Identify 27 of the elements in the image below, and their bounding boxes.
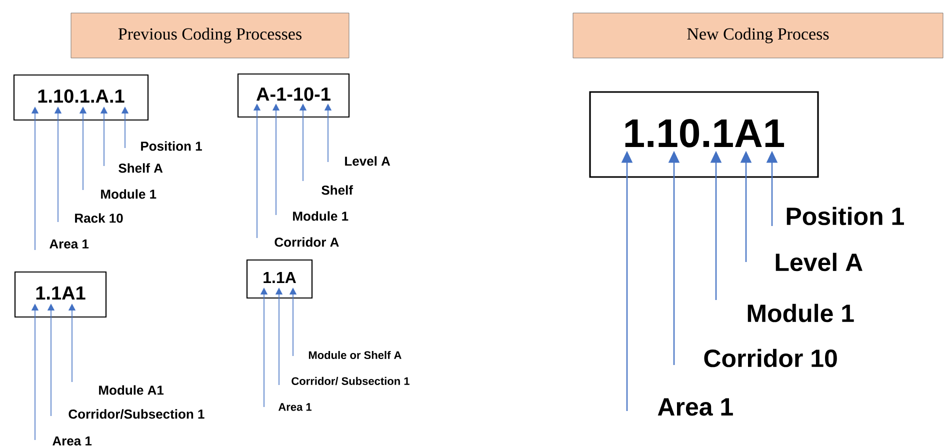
code-box: 1.1A	[246, 259, 313, 299]
segment-label: Module or Shelf A	[308, 350, 402, 360]
segment-label: Module 1	[293, 211, 348, 221]
segment-label: Corridor/ Subsection 1	[292, 376, 410, 386]
code-box: 1.10.1.A.1	[13, 74, 149, 121]
segment-label: Shelf A	[118, 163, 163, 173]
segment-label: Area 1	[50, 239, 89, 249]
segment-label: Area 1	[278, 403, 312, 411]
header-box: Previous Coding Processes	[70, 12, 350, 58]
segment-label: Corridor 10	[704, 348, 837, 368]
segment-label: Module 1	[748, 304, 854, 322]
segment-label: Area 1	[52, 436, 92, 446]
segment-label: Module 1	[101, 189, 156, 199]
segment-label: Module A1	[99, 385, 164, 395]
code-box: 1.10.1A1	[589, 91, 819, 178]
segment-label: Corridor/Subsection 1	[68, 409, 204, 419]
segment-label: Level A	[345, 156, 390, 166]
code-box: A-1-10-1	[237, 73, 350, 118]
segment-label: Level A	[776, 252, 862, 272]
segment-label: Rack 10	[75, 213, 123, 223]
segment-label: Area 1	[658, 398, 733, 416]
segment-label: Position 1	[141, 141, 202, 151]
segment-label: Shelf	[322, 185, 354, 195]
header-box: New Coding Process	[572, 12, 944, 58]
segment-label: Corridor A	[274, 237, 339, 247]
code-box: 1.1A1	[14, 271, 107, 318]
segment-label: Position 1	[786, 206, 904, 226]
